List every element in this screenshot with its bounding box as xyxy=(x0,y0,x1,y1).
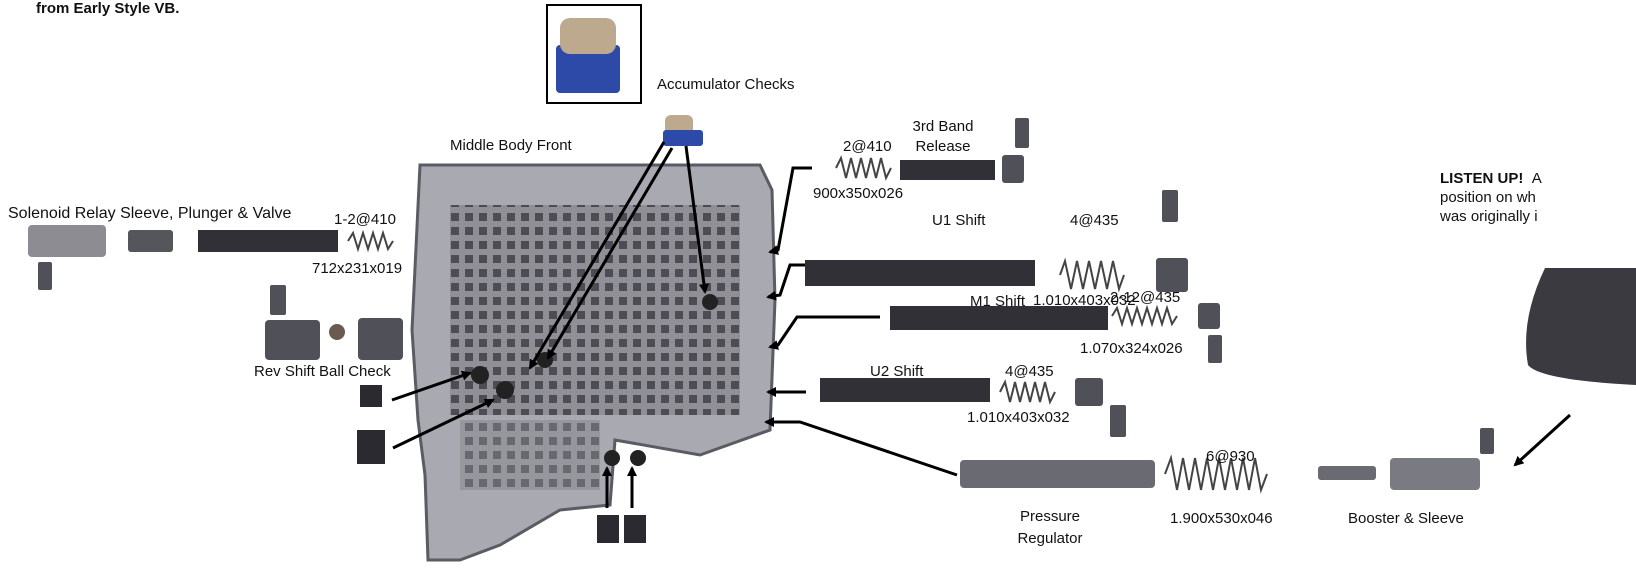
pressure-regulator-label-1: Pressure xyxy=(1000,509,1100,524)
spec-label: 712x231x019 xyxy=(312,261,402,276)
spring-label: 6@930 xyxy=(1206,449,1255,464)
m1-shift-label: M1 Shift xyxy=(970,294,1025,309)
side-note-line3: was originally i xyxy=(1440,209,1538,224)
booster-sleeve-label: Booster & Sleeve xyxy=(1348,511,1464,526)
spec-label: 1.010x403x032 xyxy=(967,410,1070,425)
side-note-line1-rest: A xyxy=(1532,170,1542,187)
u1-shift-label: U1 Shift xyxy=(932,213,985,228)
solenoid-relay-parts xyxy=(28,225,393,290)
spring-label: 2@410 xyxy=(843,139,892,154)
middle-body-front-label: Middle Body Front xyxy=(450,138,572,153)
u2-shift-label: U2 Shift xyxy=(870,364,923,379)
check-port xyxy=(702,294,718,310)
check-port xyxy=(630,450,646,466)
u1-shift-parts xyxy=(805,190,1188,292)
u2-shift-parts xyxy=(820,378,1126,437)
bottom-checks xyxy=(597,515,646,543)
pressure-regulator-label-2: Regulator xyxy=(1000,531,1100,546)
solenoid-relay-label: Solenoid Relay Sleeve, Plunger & Valve xyxy=(8,206,291,222)
spec-label: 1.900x530x046 xyxy=(1170,511,1273,526)
rev-shift-ball-check-label: Rev Shift Ball Check xyxy=(254,364,391,379)
third-band-label-2: Release xyxy=(908,139,978,154)
spec-label: 900x350x026 xyxy=(813,186,903,201)
check-port xyxy=(604,450,620,466)
header-note: from Early Style VB. xyxy=(36,1,179,16)
third-band-label-1: 3rd Band xyxy=(908,119,978,134)
side-note-line2: position on wh xyxy=(1440,190,1536,205)
middle-body-casting xyxy=(412,165,775,560)
accumulator-checks-label: Accumulator Checks xyxy=(657,77,795,92)
side-note-line1: LISTEN UP! A xyxy=(1440,171,1542,186)
drum-partial xyxy=(1526,268,1636,385)
spring-label: 1-2@410 xyxy=(334,212,396,227)
check-port xyxy=(496,381,514,399)
check-port xyxy=(471,366,489,384)
spring-label: 4@435 xyxy=(1070,213,1119,228)
spec-label: 1.070x324x026 xyxy=(1080,341,1183,356)
spring-label: 4@435 xyxy=(1005,364,1054,379)
side-note-lead: LISTEN UP! xyxy=(1440,170,1523,187)
spring-label: 2-12@435 xyxy=(1110,290,1180,305)
